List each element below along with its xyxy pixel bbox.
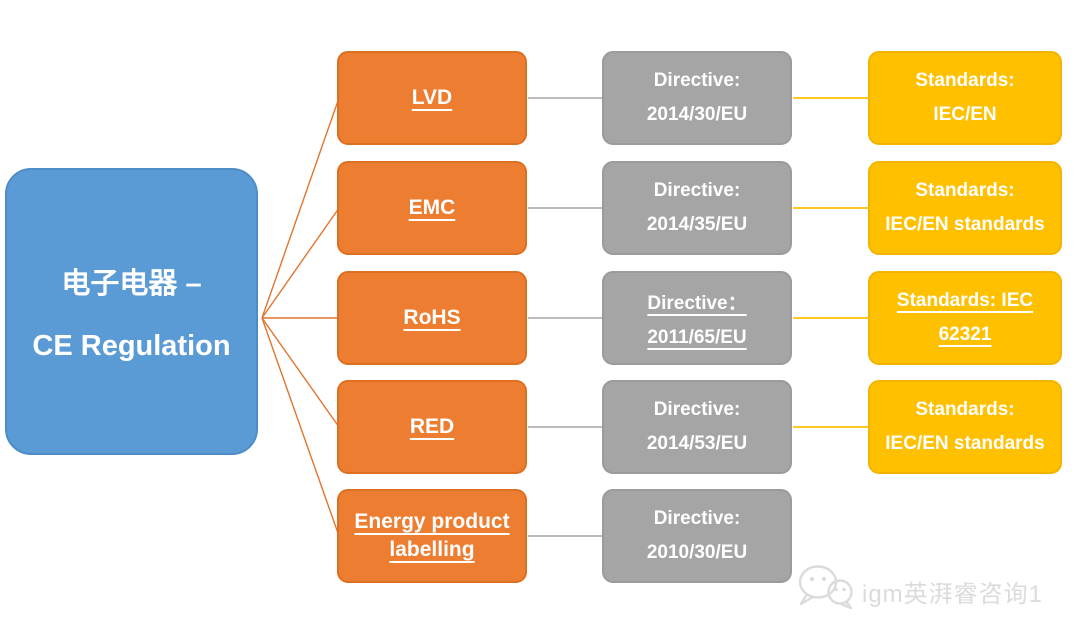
directive-label: Directive： [647,292,747,314]
directive-number: 2014/35/EU [646,214,748,235]
directive-box-rohs: Directive： 2011/65/EU [602,271,792,365]
root-node-ce-regulation: 电子电器 – CE Regulation [5,168,258,455]
standard-value: IEC/EN standards [885,433,1045,454]
category-box-red: RED [337,380,527,474]
standard-box-rohs: Standards: IEC 62321 [868,271,1062,365]
category-box-rohs: RoHS [337,271,527,365]
standard-box-red: Standards: IEC/EN standards [868,380,1062,474]
directive-number: 2014/30/EU [646,104,748,125]
category-box-energy-labelling: Energy product labelling [337,489,527,583]
standard-value: IEC/EN [933,104,997,125]
watermark-text: igm英湃睿咨询1 [862,581,1044,608]
root-title-en: CE Regulation [32,330,231,362]
branch-line-energy [261,317,340,537]
category-label-emc: EMC [408,195,456,219]
directive-label: Directive: [653,180,741,201]
directive-box-lvd: Directive: 2014/30/EU [602,51,792,145]
category-label-lvd: LVD [411,85,453,109]
directive-number: 2010/30/EU [646,542,748,563]
standard-label: Standards: [915,70,1015,91]
directive-box-red: Directive: 2014/53/EU [602,380,792,474]
standard-value: 62321 [938,324,992,345]
category-label-energy-labelling: Energy product labelling [354,509,510,561]
standard-label: Standards: IEC [896,290,1034,311]
standard-label: Standards: [915,399,1015,420]
directive-number: 2011/65/EU [647,326,747,348]
category-label-rohs: RoHS [403,305,461,329]
watermark: igm英湃睿咨询1 [796,562,1043,621]
branch-line-emc [261,207,340,319]
standard-label: Standards: [915,180,1015,201]
category-box-lvd: LVD [337,51,527,145]
wechat-icon [796,562,856,621]
directive-label: Directive: [653,399,741,420]
directive-label: Directive: [653,70,741,91]
branch-line-lvd [261,97,340,319]
directive-box-emc: Directive: 2014/35/EU [602,161,792,255]
directive-number: 2014/53/EU [646,433,748,454]
category-label-red: RED [409,414,455,438]
root-title-cn: 电子电器 – [61,268,202,300]
directive-label: Directive: [653,508,741,529]
standard-value: IEC/EN standards [885,214,1045,235]
category-box-emc: EMC [337,161,527,255]
directive-box-energy-labelling: Directive: 2010/30/EU [602,489,792,583]
standard-box-lvd: Standards: IEC/EN [868,51,1062,145]
standard-box-emc: Standards: IEC/EN standards [868,161,1062,255]
branch-line-red [261,317,340,428]
